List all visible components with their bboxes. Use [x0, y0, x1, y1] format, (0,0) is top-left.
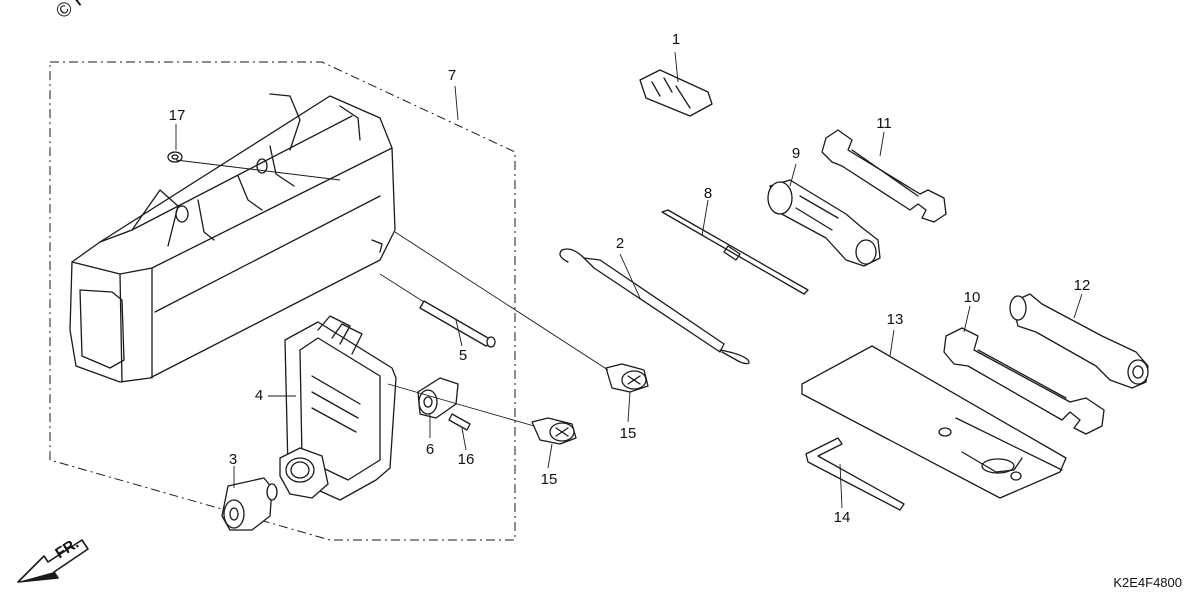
front-arrow-icon [17, 539, 89, 583]
washer-part[interactable] [167, 151, 183, 163]
callout-13: 13 [886, 311, 904, 328]
assembly-boundary [49, 61, 516, 541]
callout-12: 12 [1073, 277, 1091, 294]
leader-lines [175, 51, 1083, 509]
wrench-part-upper[interactable] [821, 129, 947, 223]
diagram-code: K2E4F4800 [1113, 575, 1182, 590]
grommet-part[interactable] [221, 477, 278, 531]
callout-6: 6 [425, 441, 435, 458]
callout-5: 5 [458, 347, 468, 364]
rod-part[interactable] [559, 248, 750, 365]
tool-box-part[interactable] [69, 93, 396, 383]
callout-10: 10 [963, 289, 981, 306]
callout-15-lower: 15 [540, 471, 558, 488]
clip-part[interactable] [639, 69, 713, 117]
screwdriver-blade-part[interactable] [661, 209, 809, 295]
bolt-part-upper[interactable] [605, 363, 649, 393]
callout-9: 9 [791, 145, 801, 162]
callout-8: 8 [703, 185, 713, 202]
callout-2: 2 [615, 235, 625, 252]
callout-11: 11 [876, 115, 892, 132]
callout-7: 7 [447, 67, 457, 84]
callout-1: 1 [671, 31, 681, 48]
cover-part[interactable] [279, 315, 397, 501]
callout-17: 17 [168, 107, 186, 124]
pin-part[interactable] [419, 300, 496, 348]
callout-4: 4 [254, 387, 264, 404]
box-spanner-part[interactable] [1009, 293, 1149, 389]
callout-16: 16 [457, 451, 475, 468]
wrench-part-lower[interactable] [943, 327, 1105, 435]
small-pin-part[interactable] [448, 413, 471, 431]
hex-key-part[interactable] [805, 437, 905, 511]
callout-3: 3 [228, 451, 238, 468]
callout-15-upper: 15 [619, 425, 637, 442]
callout-14: 14 [833, 509, 851, 526]
bolt-part-lower[interactable] [531, 417, 577, 445]
tool-bag-part[interactable] [801, 345, 1067, 499]
screwdriver-handle-part[interactable] [767, 179, 881, 267]
